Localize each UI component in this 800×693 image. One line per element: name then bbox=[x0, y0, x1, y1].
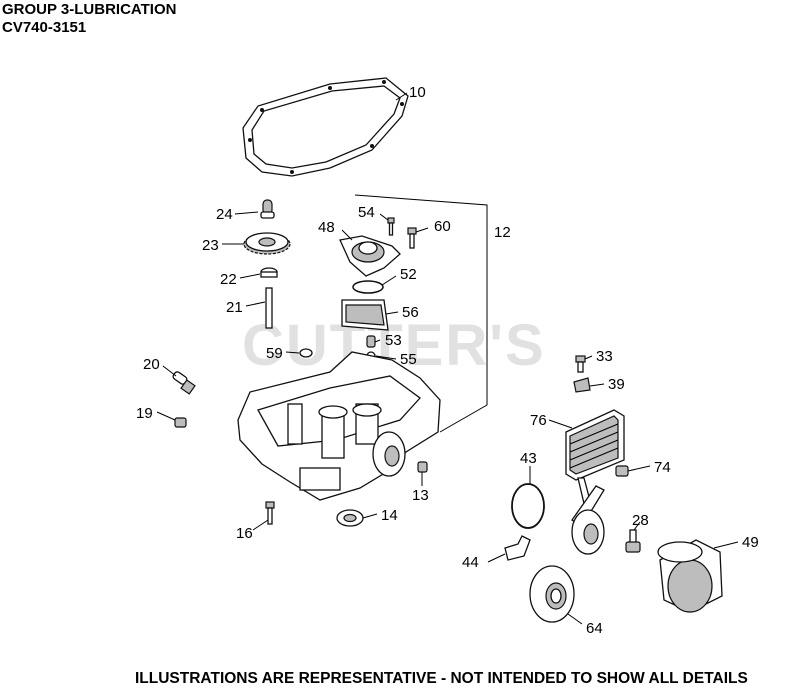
callout-52: 52 bbox=[400, 266, 417, 283]
part-20-oil-sensor[interactable] bbox=[172, 371, 196, 395]
part-48-oil-pump[interactable] bbox=[339, 235, 401, 277]
part-49-oil-filter[interactable] bbox=[657, 539, 723, 613]
callout-64: 64 bbox=[586, 620, 603, 637]
part-53-spring[interactable] bbox=[366, 335, 376, 348]
callout-56: 56 bbox=[402, 304, 419, 321]
callout-12: 12 bbox=[494, 224, 511, 241]
oil-pan-body[interactable] bbox=[237, 351, 441, 501]
page-title: GROUP 3-LUBRICATION bbox=[2, 1, 177, 18]
callout-16: 16 bbox=[236, 525, 253, 542]
part-39-clip[interactable] bbox=[573, 377, 591, 393]
callout-44: 44 bbox=[462, 554, 479, 571]
callout-49: 49 bbox=[742, 534, 759, 551]
part-33-screw[interactable] bbox=[575, 355, 586, 373]
callout-48: 48 bbox=[318, 219, 335, 236]
callout-10: 10 bbox=[409, 84, 426, 101]
part-22-shaft-collar[interactable] bbox=[260, 267, 278, 278]
part-52-o-ring[interactable] bbox=[352, 280, 384, 294]
callout-43: 43 bbox=[520, 450, 537, 467]
callout-39: 39 bbox=[608, 376, 625, 393]
callout-59: 59 bbox=[266, 345, 283, 362]
part-56-pickup-screen[interactable] bbox=[341, 299, 389, 331]
callout-19: 19 bbox=[136, 405, 153, 422]
part-44-elbow[interactable] bbox=[504, 535, 531, 561]
callout-28: 28 bbox=[632, 512, 649, 529]
callout-60: 60 bbox=[434, 218, 451, 235]
part-21-shaft[interactable] bbox=[265, 287, 273, 329]
part-16-screw[interactable] bbox=[265, 501, 275, 525]
disclaimer-footer: ILLUSTRATIONS ARE REPRESENTATIVE - NOT I… bbox=[135, 670, 748, 687]
callout-13: 13 bbox=[412, 487, 429, 504]
part-14-oil-seal[interactable] bbox=[336, 509, 364, 527]
callout-53: 53 bbox=[385, 332, 402, 349]
model-number: CV740-3151 bbox=[2, 19, 87, 36]
callout-76: 76 bbox=[530, 412, 547, 429]
callout-74: 74 bbox=[654, 459, 671, 476]
part-74-fitting[interactable] bbox=[615, 465, 629, 477]
part-19-plug[interactable] bbox=[174, 417, 187, 428]
callout-14: 14 bbox=[381, 507, 398, 524]
part-24-plug[interactable] bbox=[260, 199, 275, 219]
part-59-washer[interactable] bbox=[299, 348, 313, 358]
callout-54: 54 bbox=[358, 204, 375, 221]
part-76-oil-cooler[interactable] bbox=[565, 409, 625, 481]
callout-55: 55 bbox=[400, 351, 417, 368]
part-64-filter-adapter[interactable] bbox=[529, 565, 575, 623]
callout-20: 20 bbox=[143, 356, 160, 373]
part-13-nut[interactable] bbox=[417, 461, 428, 473]
part-43-o-ring[interactable] bbox=[511, 483, 545, 529]
part-23-gear[interactable] bbox=[243, 232, 291, 255]
callout-21: 21 bbox=[226, 299, 243, 316]
callout-23: 23 bbox=[202, 237, 219, 254]
part-54-screw[interactable] bbox=[387, 217, 395, 236]
oil-cooler-hose[interactable] bbox=[571, 477, 605, 555]
callout-33: 33 bbox=[596, 348, 613, 365]
part-10-gasket[interactable] bbox=[242, 77, 409, 177]
callout-22: 22 bbox=[220, 271, 237, 288]
part-60-screw[interactable] bbox=[407, 227, 417, 249]
callout-24: 24 bbox=[216, 206, 233, 223]
part-28-nipple[interactable] bbox=[625, 529, 641, 553]
